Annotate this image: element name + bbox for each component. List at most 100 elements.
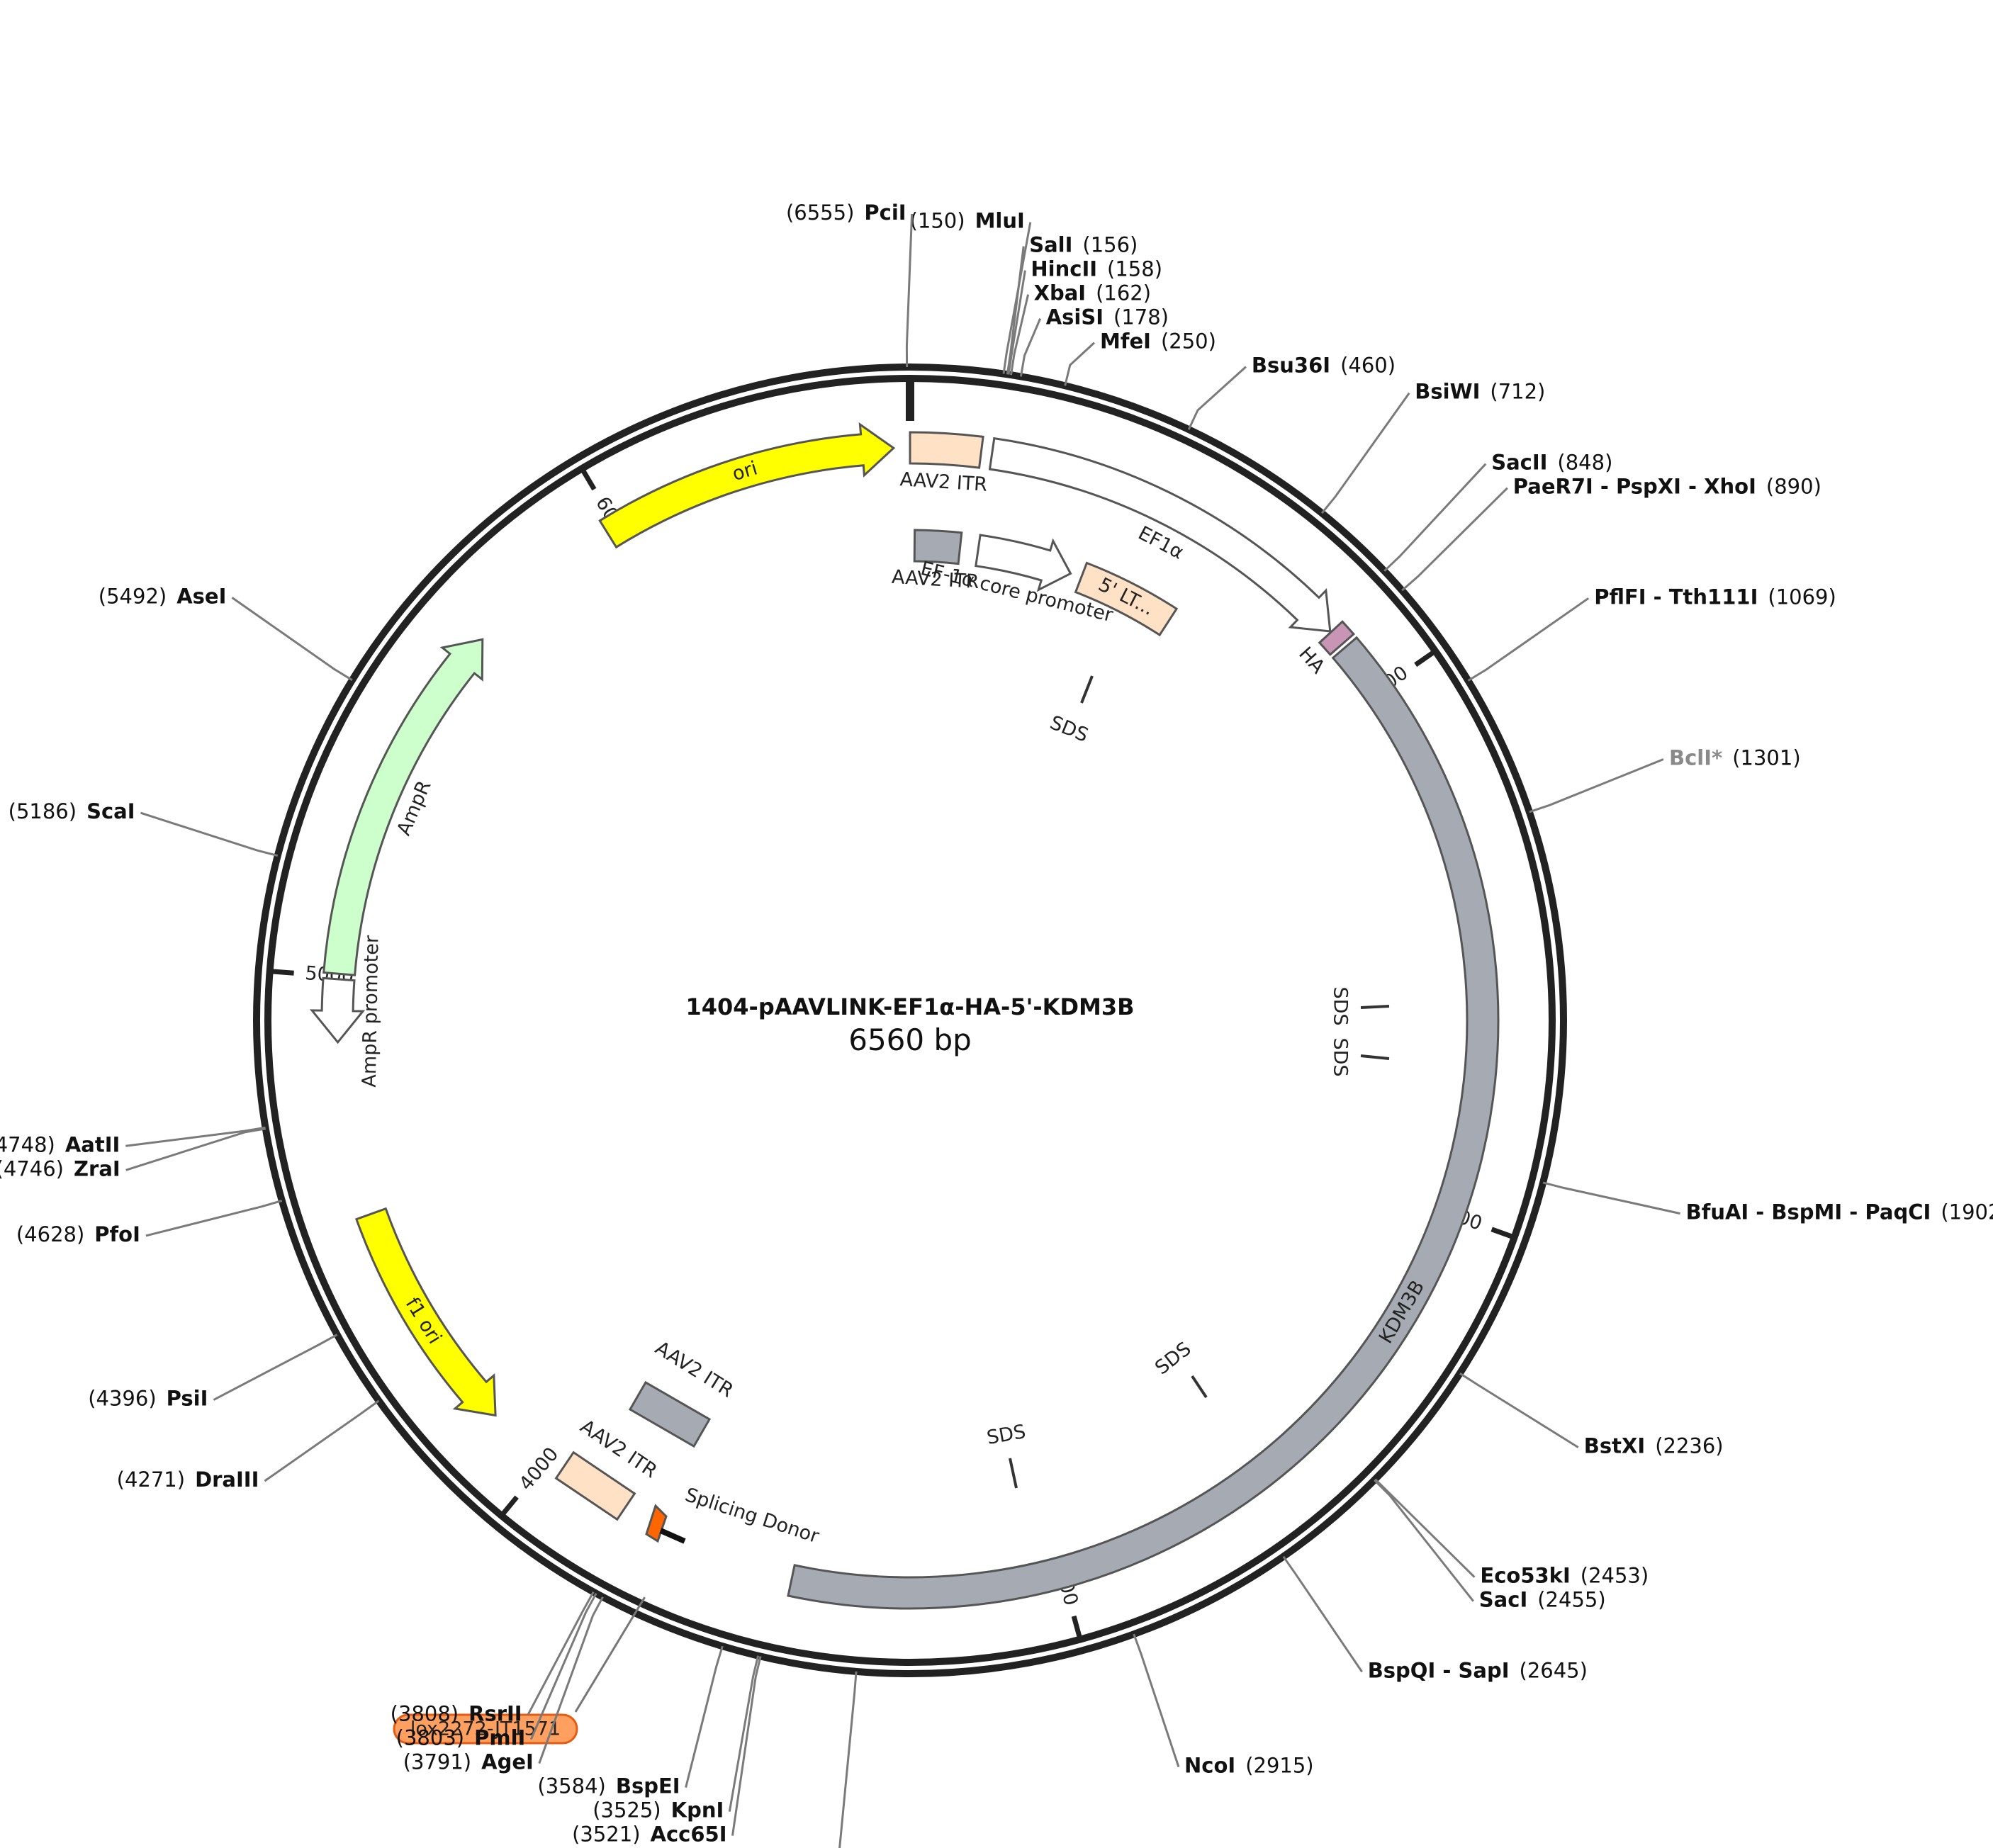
feature-efcore xyxy=(975,534,1072,592)
sds-label: SDS xyxy=(1330,1037,1352,1076)
site-name: AatII xyxy=(65,1132,120,1156)
site-label: SacII(848) xyxy=(1491,451,1612,475)
site-label: MfeI(250) xyxy=(1100,329,1216,354)
site-name: MfeI xyxy=(1100,329,1151,354)
backbone-ring xyxy=(253,364,1567,1677)
splicing-donor-connector xyxy=(659,1528,686,1544)
site-name: BfuAI - BspMI - PaqCI xyxy=(1686,1200,1931,1224)
site-pflfi-tth111i: PflFI - Tth111I(1069) xyxy=(1467,585,1836,682)
site-leader xyxy=(685,1645,724,1788)
site-name: PaeR7I - PspXI - XhoI xyxy=(1513,475,1756,499)
tick-mark xyxy=(272,969,294,976)
site-label: (150)MluI xyxy=(910,209,1025,233)
site-leader xyxy=(838,1671,858,1848)
site-name: PsiI xyxy=(167,1387,208,1411)
feature-itr1 xyxy=(909,431,984,469)
site-name: BspEI xyxy=(616,1774,680,1798)
site-name: BspQI - SapI xyxy=(1368,1658,1510,1682)
plasmid-title: 1404-pAAVLINK-EF1α-HA-5'-KDM3B xyxy=(685,993,1134,1020)
site-label: BspQI - SapI (2645) xyxy=(1368,1658,1588,1682)
site-leader xyxy=(145,1200,283,1237)
site-leader xyxy=(1006,246,1025,375)
site-leader xyxy=(1383,463,1487,572)
site-leader xyxy=(1282,1555,1363,1673)
sds-label: SDS xyxy=(1151,1338,1195,1379)
site-psii: (4396)PsiI xyxy=(88,1334,338,1411)
site-position: (4271) xyxy=(117,1467,185,1492)
site-saci: SacI(2455) xyxy=(1374,1479,1606,1612)
site-agei: (3791)AgeI xyxy=(403,1596,604,1774)
site-label: HincII(158) xyxy=(1031,257,1162,281)
site-asei: (5492)AseI xyxy=(99,584,353,682)
site-mlui: (150)MluI xyxy=(910,209,1032,374)
site-name: DraIII xyxy=(195,1467,259,1492)
site-leader xyxy=(1019,318,1042,377)
site-position: (3808) xyxy=(391,1702,459,1726)
site-pfoi: (4628)PfoI xyxy=(16,1200,283,1246)
site-label: FseI(3366) xyxy=(844,1847,970,1848)
site-leader xyxy=(1187,366,1247,430)
itr-box-lower xyxy=(554,1450,636,1521)
site-hincii: HincII(158) xyxy=(1007,257,1162,375)
splicing-donor-label: Splicing Donor xyxy=(683,1484,822,1548)
site-position: (2453) xyxy=(1581,1564,1649,1588)
sds-mark xyxy=(1191,1375,1208,1399)
site-eco53ki: Eco53kI(2453) xyxy=(1374,1478,1649,1588)
site-label: (6555)PciI xyxy=(786,201,906,225)
site-label: NcoI(2915) xyxy=(1184,1754,1314,1778)
site-xbai: XbaI(162) xyxy=(1010,281,1151,376)
sds-label: SDS xyxy=(1330,986,1352,1025)
itr-box-lower xyxy=(628,1380,712,1448)
site-leader xyxy=(529,1592,597,1740)
site-leader xyxy=(1064,342,1096,386)
site-label: SalI(156) xyxy=(1029,233,1138,257)
site-label: (3584)BspEI xyxy=(537,1774,680,1798)
feature-f1ori xyxy=(354,1207,497,1417)
splicing-donor-mark xyxy=(645,1504,668,1543)
site-label: PaeR7I - PspXI - XhoI(890) xyxy=(1513,475,1821,499)
site-name: AgeI xyxy=(481,1750,534,1774)
site-leader xyxy=(1374,1478,1476,1578)
site-label: (4271) DraIII xyxy=(117,1467,259,1492)
site-label: PflFI - Tth111I(1069) xyxy=(1594,585,1836,609)
feature-kdm3b xyxy=(787,636,1500,1610)
sds-mark xyxy=(1360,1005,1390,1009)
site-name: AsiSI xyxy=(1046,305,1104,329)
site-label: (3521)Acc65I xyxy=(572,1822,726,1847)
feature-ampprom xyxy=(309,976,366,1044)
site-leader xyxy=(538,1596,604,1764)
site-leader xyxy=(1542,1181,1680,1215)
site-position: (2915) xyxy=(1245,1754,1313,1778)
site-leader xyxy=(1529,758,1664,813)
site-draiii: (4271) DraIII xyxy=(117,1399,380,1492)
site-position: (4748) xyxy=(0,1132,55,1156)
site-name: Bsu36I xyxy=(1252,354,1330,378)
site-leader xyxy=(1467,597,1590,682)
site-name: RsrII xyxy=(468,1702,522,1726)
site-position: (5186) xyxy=(9,799,77,823)
site-name: ScaI xyxy=(86,799,135,823)
site-bspqi-sapi: BspQI - SapI (2645) xyxy=(1282,1555,1588,1682)
site-scai: (5186) ScaI xyxy=(9,799,279,857)
site-position: (5492) xyxy=(99,584,167,608)
site-label: (3803)PmlI xyxy=(396,1726,526,1750)
site-position: (4746) xyxy=(0,1156,64,1181)
site-position: (158) xyxy=(1107,257,1162,281)
tick-mark xyxy=(1490,1227,1513,1239)
site-name: BclI* xyxy=(1669,746,1722,770)
site-leader xyxy=(125,1126,266,1147)
site-sali: SalI(156) xyxy=(1006,233,1138,375)
site-position: (712) xyxy=(1490,380,1545,404)
site-position: (2645) xyxy=(1520,1658,1588,1682)
site-label: (3791)AgeI xyxy=(403,1750,534,1774)
sds-mark xyxy=(1360,1054,1390,1060)
restriction-sites: (150)MluISalI(156)HincII(158)XbaI(162)As… xyxy=(0,201,1993,1848)
site-name: PfoI xyxy=(94,1222,140,1246)
site-leader xyxy=(1002,222,1032,374)
site-rsrii: (3808) RsrII xyxy=(391,1591,595,1726)
site-label: BstXI(2236) xyxy=(1584,1434,1724,1458)
site-label: Eco53kI(2453) xyxy=(1480,1564,1649,1588)
site-label: (4748) AatII xyxy=(0,1132,120,1156)
feature-ori xyxy=(598,422,896,549)
